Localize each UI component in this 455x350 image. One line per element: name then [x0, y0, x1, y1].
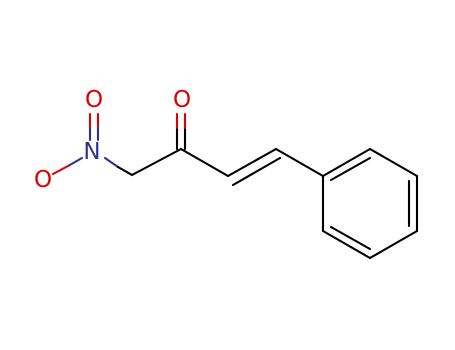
bond-alkene-phenyl — [274, 147, 325, 178]
ring-bond-2 — [368, 147, 419, 178]
atom-n-nitro: N — [83, 139, 100, 165]
atom-o-ketone: O — [173, 87, 191, 113]
atom-o-nitro-top: O — [85, 87, 103, 113]
bond-n-o-left — [66, 156, 84, 168]
ring-bond-1 — [321, 147, 372, 178]
phenyl-ring — [321, 147, 419, 260]
bond-alkene-1 — [226, 147, 278, 178]
bond-ch2-co — [130, 147, 183, 177]
atom-labels: O N O O — [34, 87, 191, 193]
nitro-group — [51, 112, 134, 177]
ring-inner-bond-3 — [329, 225, 372, 251]
bond-alkene-2 — [231, 156, 282, 187]
carbon-chain — [130, 112, 325, 187]
ring-bond-4 — [368, 229, 419, 260]
bond-co-ch — [179, 147, 230, 178]
ring-inner-bond-1 — [329, 156, 372, 182]
bond-n-c — [103, 156, 120, 169]
bond-n-c-c — [116, 165, 134, 177]
bond-n-o-left-o — [51, 164, 70, 176]
atom-o-nitro-left: O — [34, 167, 52, 193]
ring-bond-5 — [321, 229, 372, 260]
